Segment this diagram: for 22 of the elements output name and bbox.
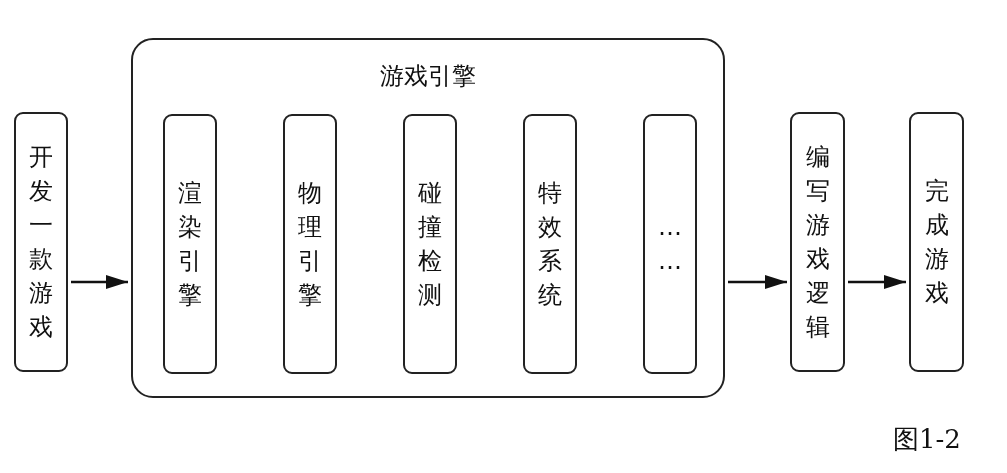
process-box: [790, 112, 845, 372]
process-box: [403, 114, 457, 374]
process-box: [283, 114, 337, 374]
process-box: [14, 112, 68, 372]
process-box: [909, 112, 964, 372]
process-box: [523, 114, 577, 374]
figure-caption: 图1-2: [893, 423, 961, 456]
process-box: [643, 114, 697, 374]
box-label: 特效系统: [537, 178, 563, 311]
box-label: 编写游戏逻辑: [804, 142, 831, 343]
box-label: 碰撞检测: [417, 178, 443, 311]
box-label: 完成游戏: [923, 176, 950, 309]
engine-panel: [131, 38, 725, 398]
box-label: 物理引擎: [297, 178, 323, 311]
box-label: 渲染引擎: [177, 178, 203, 311]
box-label: 开发一款游戏: [28, 142, 54, 343]
arrow: [71, 275, 128, 289]
panel-title: 游戏引擎: [380, 61, 476, 92]
box-label: ……: [657, 212, 683, 277]
process-box: [163, 114, 217, 374]
arrow: [728, 275, 787, 289]
arrow: [848, 275, 906, 289]
